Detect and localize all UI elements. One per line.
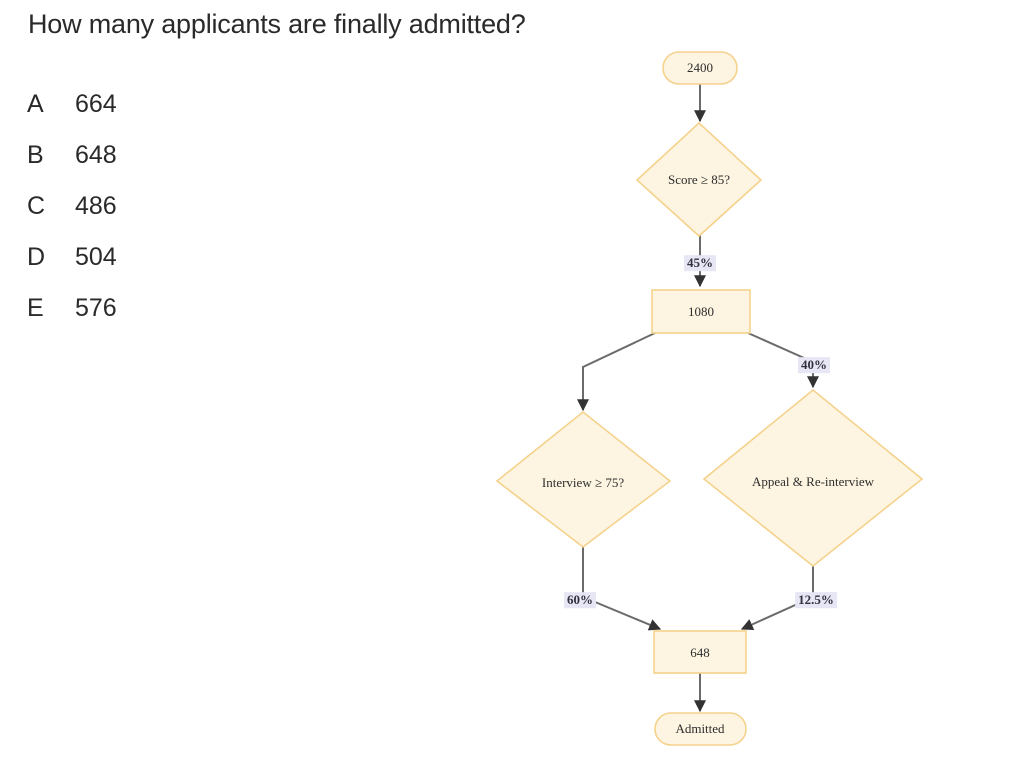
option-text: 664 <box>75 90 117 118</box>
option-row-b[interactable]: B 648 <box>27 141 357 192</box>
option-row-c[interactable]: C 486 <box>27 192 357 243</box>
answer-options-list: A 664 B 648 C 486 D 504 E 576 <box>27 90 357 345</box>
option-text: 576 <box>75 294 117 322</box>
option-row-a[interactable]: A 664 <box>27 90 357 141</box>
option-letter: E <box>27 294 44 322</box>
edge-pass-to-interview <box>577 332 656 412</box>
page-title: How many applicants are finally admitted… <box>28 9 526 39</box>
option-text: 504 <box>75 243 117 271</box>
node-final-count[interactable] <box>653 630 747 674</box>
edge-interview-to-final <box>582 545 662 631</box>
option-text: 648 <box>75 141 117 169</box>
option-row-e[interactable]: E 576 <box>27 294 357 345</box>
node-interview-decision[interactable] <box>495 410 672 549</box>
node-start[interactable] <box>662 51 738 85</box>
option-letter: D <box>27 243 46 271</box>
edge-label-interview-to-final: 60% <box>564 592 596 608</box>
node-score-decision[interactable] <box>635 121 763 238</box>
node-pass-count[interactable] <box>651 289 751 334</box>
node-admitted[interactable] <box>654 712 747 746</box>
option-text: 486 <box>75 192 117 220</box>
option-letter: B <box>27 141 44 169</box>
option-letter: C <box>27 192 46 220</box>
edge-label-pass-to-appeal: 40% <box>798 357 830 373</box>
node-appeal-decision[interactable] <box>702 388 924 568</box>
edge-label-score-to-pass: 45% <box>684 255 716 271</box>
question-panel: How many applicants are finally admitted… <box>27 9 526 345</box>
option-letter: A <box>27 90 44 118</box>
option-row-d[interactable]: D 504 <box>27 243 357 294</box>
edge-label-appeal-to-final: 12.5% <box>795 592 837 608</box>
